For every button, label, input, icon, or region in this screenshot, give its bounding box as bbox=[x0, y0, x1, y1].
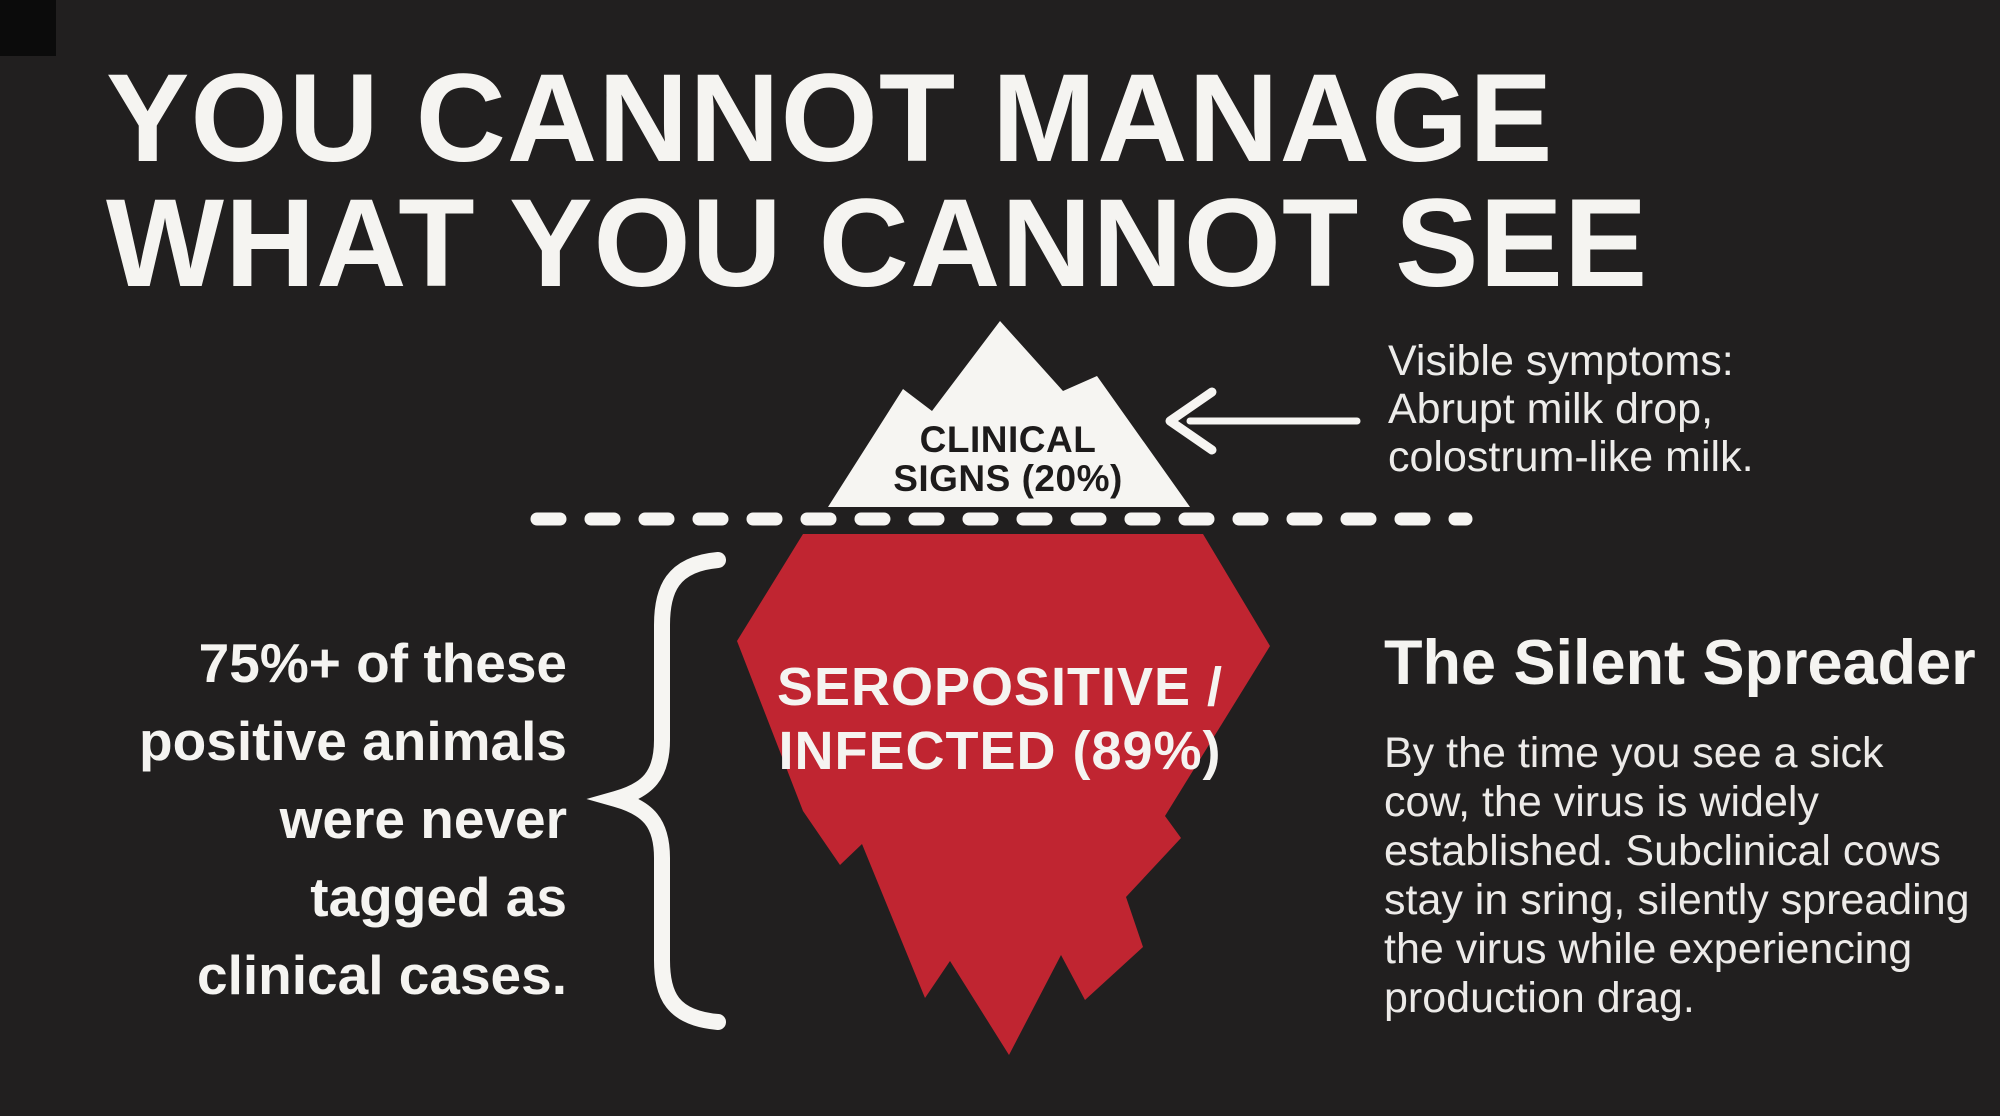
page-title: YOU CANNOT MANAGE WHAT YOU CANNOT SEE bbox=[106, 49, 1649, 313]
iceberg-tip-shape bbox=[828, 321, 1190, 507]
corner-square bbox=[0, 0, 56, 56]
left-arrow-icon bbox=[1165, 387, 1361, 455]
visible-symptoms-annotation: Visible symptoms: Abrupt milk drop, colo… bbox=[1388, 337, 1754, 481]
left-stat-annotation: 75%+ of these positive animals were neve… bbox=[139, 632, 567, 1006]
arrow-head bbox=[1165, 387, 1217, 455]
iceberg-body-label: SEROPOSITIVE / INFECTED (89%) bbox=[776, 657, 1224, 781]
iceberg-body-shape bbox=[737, 534, 1270, 1055]
iceberg-tip-label: CLINICAL SIGNS (20%) bbox=[893, 419, 1123, 499]
silent-spreader-heading: The Silent Spreader bbox=[1384, 628, 1976, 698]
silent-spreader-body: By the time you see a sick cow, the viru… bbox=[1384, 729, 1970, 1022]
curly-brace-icon bbox=[586, 552, 726, 1030]
